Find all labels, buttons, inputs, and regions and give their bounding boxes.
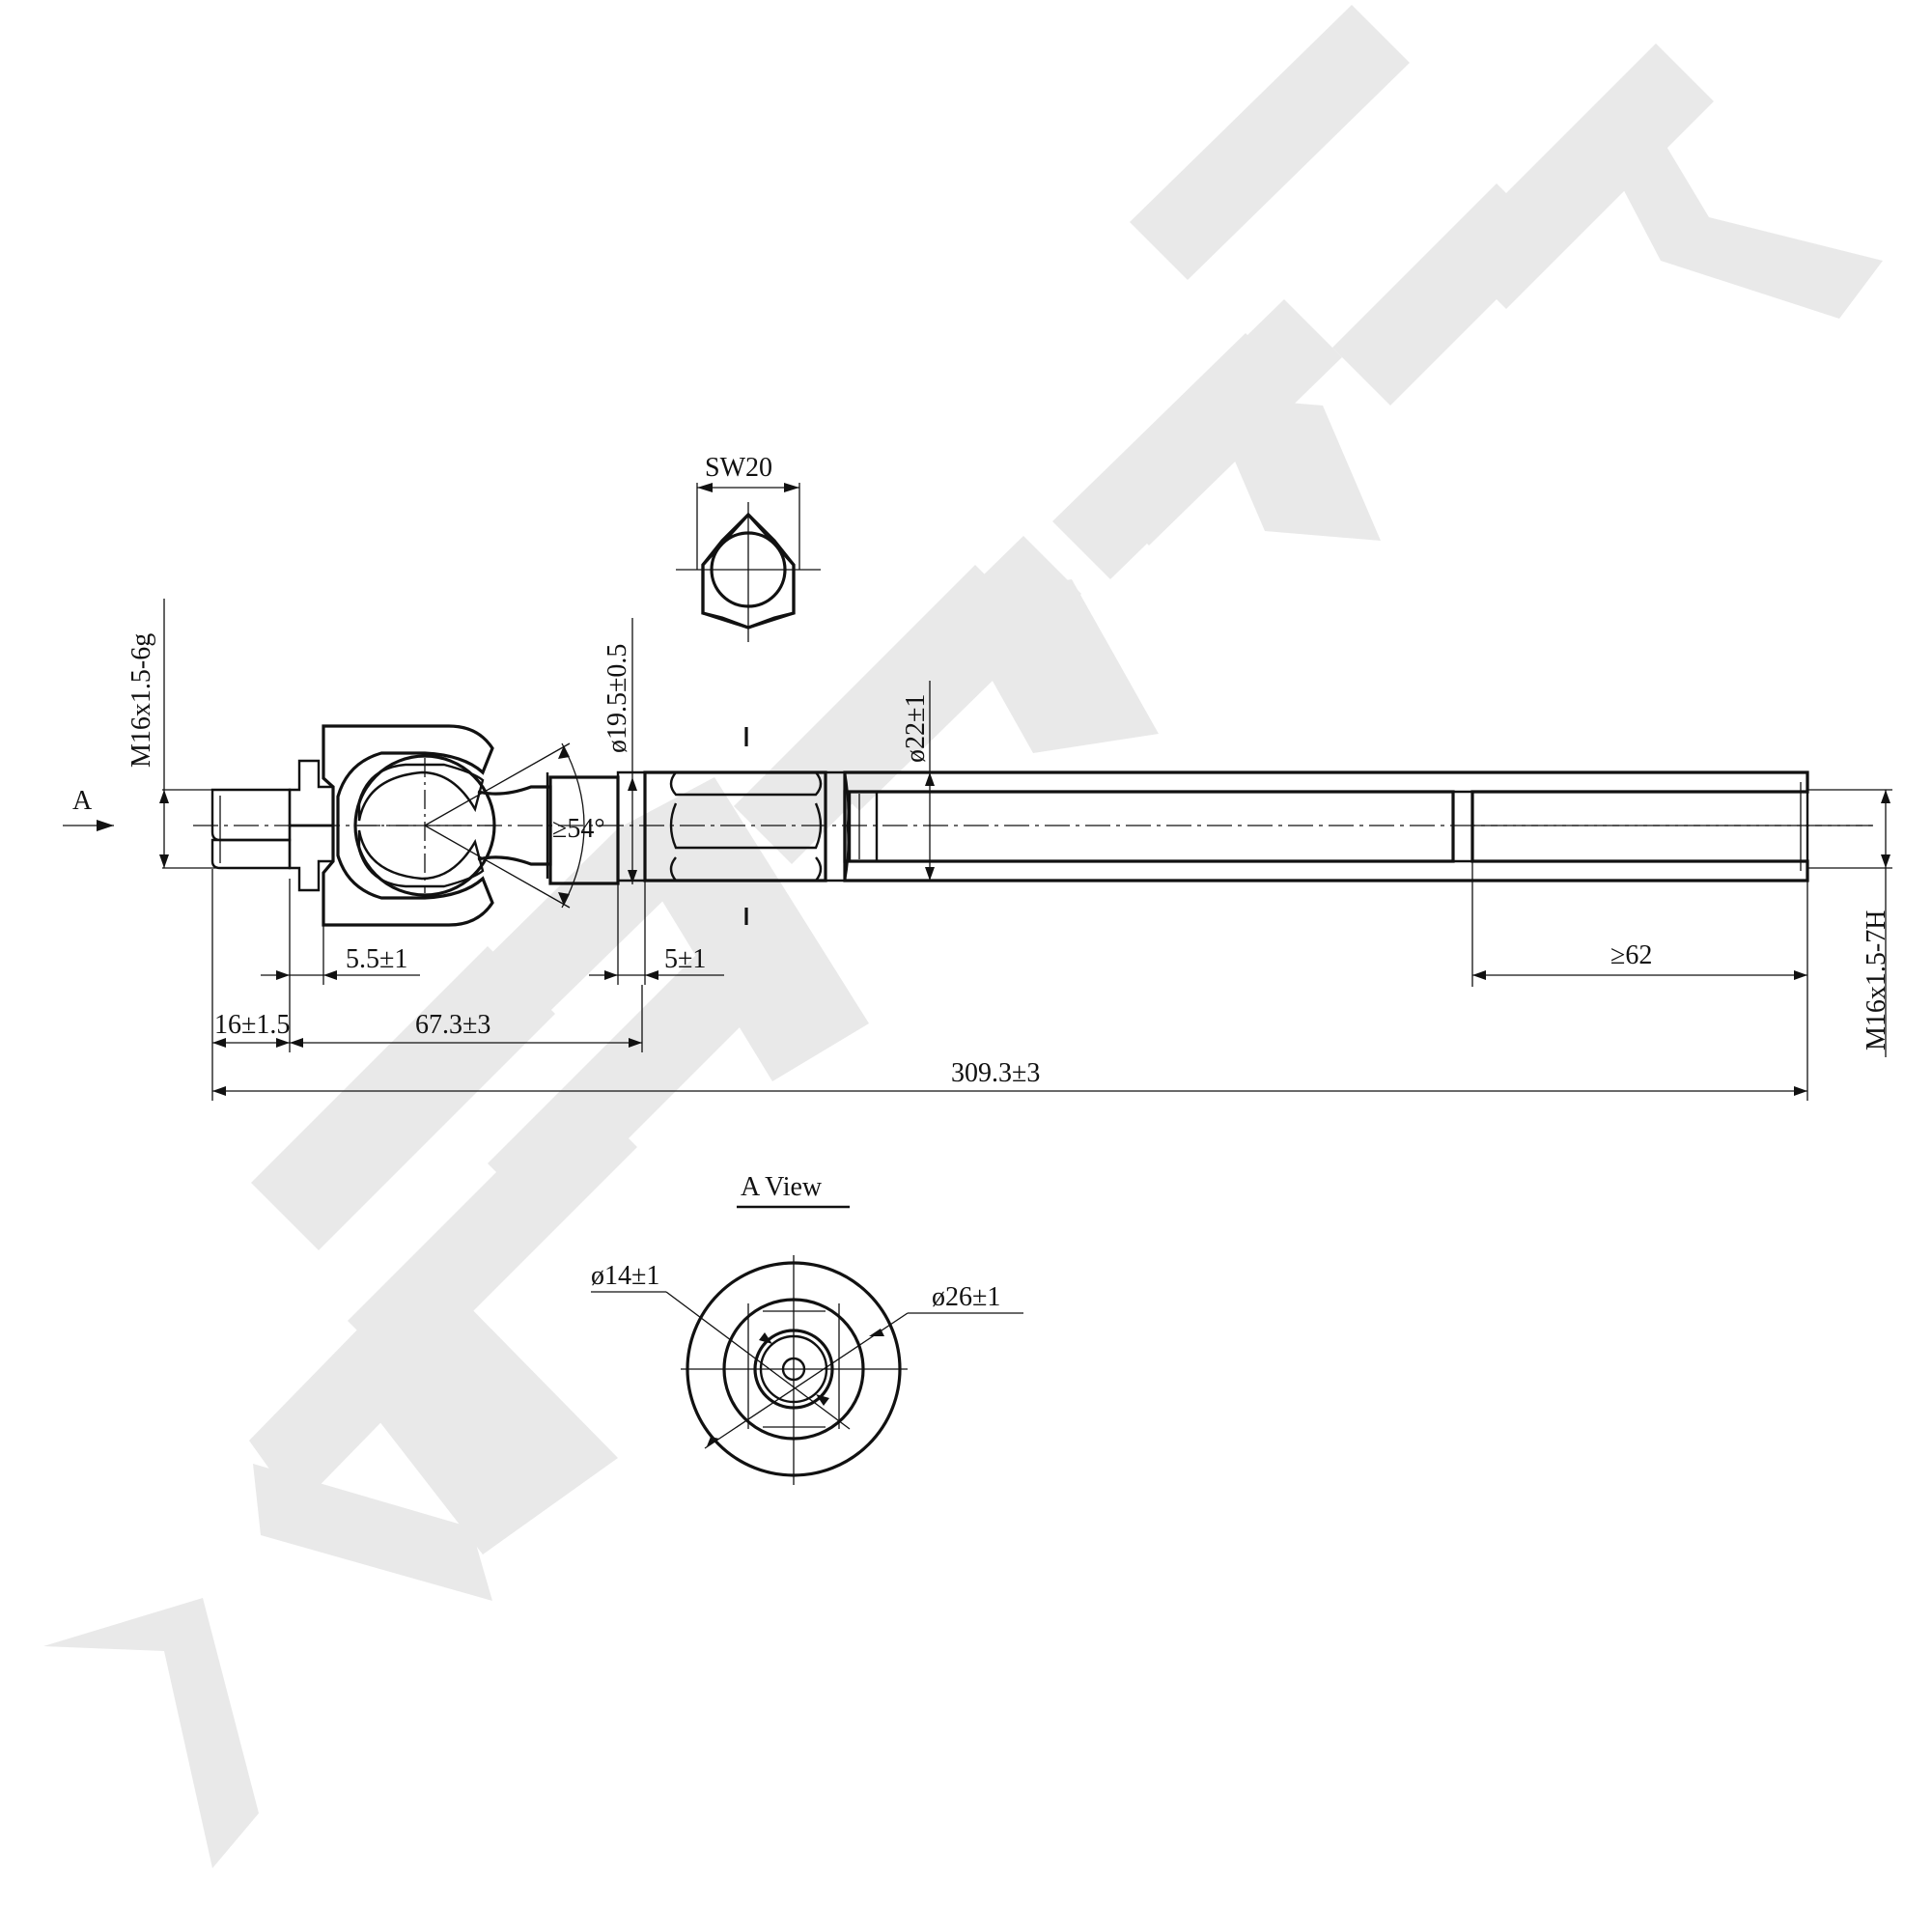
dimension-thread-left: M16x1.5-6g bbox=[126, 599, 261, 869]
dimension-thread-right: M16x1.5-7H bbox=[1807, 789, 1892, 1057]
dimension-tube-diameter: ø22±1 bbox=[901, 681, 935, 881]
thread-left-label: M16x1.5-6g bbox=[126, 633, 156, 768]
a-view-section: A View ø14±1 ø26±1 bbox=[591, 1172, 1023, 1485]
wrench-size-label: SW20 bbox=[705, 453, 772, 483]
dimension-16-and-67: 16±1.5 67.3±3 bbox=[211, 869, 643, 1101]
dim-5-label: 5±1 bbox=[664, 944, 706, 974]
collar-diameter-label: ø19.5±0.5 bbox=[602, 644, 632, 753]
dimension-309: 309.3±3 bbox=[212, 987, 1808, 1101]
dimension-collar-diameter: ø19.5±0.5 bbox=[602, 618, 637, 884]
a-view-outer-diameter: ø26±1 bbox=[932, 1282, 1000, 1312]
tube-body bbox=[824, 770, 1873, 882]
dim-67-label: 67.3±3 bbox=[415, 1010, 490, 1040]
threaded-stud bbox=[210, 759, 335, 892]
hex-section-view: SW20 bbox=[676, 453, 821, 642]
a-view-title: A View bbox=[741, 1172, 823, 1202]
dim-62-label: ≥62 bbox=[1610, 940, 1652, 970]
dim-5-5-label: 5.5±1 bbox=[346, 944, 407, 974]
angle-label: ≥54° bbox=[552, 814, 605, 844]
view-direction-marker: A bbox=[63, 786, 114, 831]
brand-watermark-logo bbox=[43, 5, 1883, 1868]
dimension-5: 5±1 bbox=[589, 881, 724, 985]
dimension-62: ≥62 bbox=[1471, 861, 1808, 987]
tube-diameter-label: ø22±1 bbox=[901, 694, 931, 763]
view-marker-label: A bbox=[72, 786, 93, 816]
thread-right-label: M16x1.5-7H bbox=[1862, 910, 1891, 1050]
a-view-inner-diameter: ø14±1 bbox=[591, 1261, 659, 1291]
dim-309-label: 309.3±3 bbox=[951, 1058, 1040, 1088]
dimension-5-5: 5.5±1 bbox=[261, 879, 420, 985]
ball-joint-housing bbox=[322, 724, 571, 927]
dim-16-label: 16±1.5 bbox=[214, 1010, 290, 1040]
